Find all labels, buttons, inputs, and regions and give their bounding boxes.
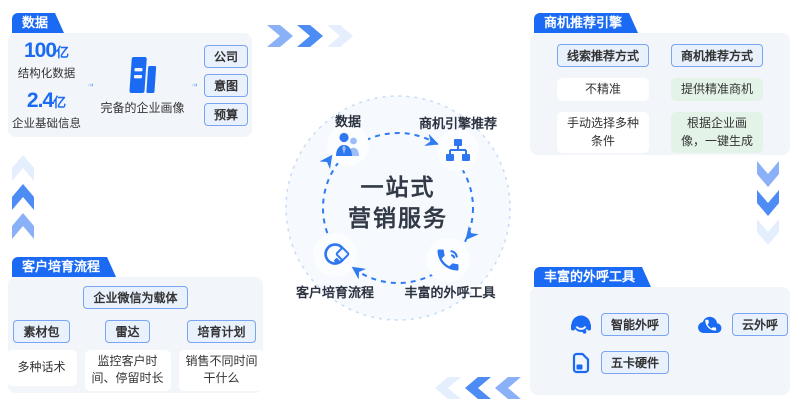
tool-row: 智能外呼 云外呼: [570, 313, 790, 336]
phone-call-icon: [437, 249, 459, 271]
tag-company[interactable]: 公司: [203, 44, 248, 68]
cycle-refresh-icon: [324, 243, 350, 265]
stat-structured-data: 100亿 结构化数据: [18, 40, 76, 81]
chevron-down-icon: [757, 190, 779, 216]
sim-hardware-chip[interactable]: 五卡硬件: [601, 351, 670, 374]
tool-row: 五卡硬件: [570, 351, 790, 374]
cycle-label-data: 数据: [334, 114, 362, 129]
clue-row-1: 不精准: [557, 78, 649, 102]
chevron-up-icon: [12, 213, 34, 239]
sim-card-icon: [572, 352, 590, 373]
clue-recommend-header[interactable]: 线索推荐方式: [557, 44, 649, 67]
data-stats: 100亿 结构化数据 2.4亿 企业基础信息: [12, 40, 81, 131]
users-icon: [336, 132, 359, 156]
panel-nurture: 企业微信为载体 素材包 多种话术 雷达 监控客户时间、停留时长 培育计划 销售不…: [6, 277, 265, 393]
center-cycle-diagram: 数据 商机引擎推荐: [283, 93, 513, 323]
users-node: [334, 131, 362, 157]
panel-engine: 线索推荐方式 商机推荐方式 不精准 提供精准商机 手动选择多种条件 根据企业画像…: [530, 33, 790, 155]
building-icon: [129, 56, 157, 93]
stat-unit: 亿: [53, 94, 67, 110]
arrow-to-data: [319, 154, 333, 170]
stat-unit: 亿: [56, 44, 70, 60]
radar-chip[interactable]: 雷达: [105, 320, 150, 343]
chevrons-down-right: [757, 161, 779, 245]
smart-call-chip[interactable]: 智能外呼: [601, 313, 670, 336]
chevrons-up-left: [12, 155, 34, 239]
cloud-call-chip[interactable]: 云外呼: [732, 313, 789, 336]
center-title-line2: 营销服务: [348, 205, 448, 231]
nurture-node: [321, 241, 351, 269]
nurture-plan-chip[interactable]: 培育计划: [187, 320, 256, 343]
enterprise-profile: 完备的企业画像: [100, 55, 185, 116]
cloud-call-icon: [698, 316, 722, 334]
arrow-to-engine: [424, 133, 439, 147]
nurture-items: 素材包 多种话术 雷达 监控客户时间、停留时长 培育计划 销售不同时间干什么: [6, 320, 265, 391]
material-pack-chip[interactable]: 素材包: [13, 320, 70, 343]
mini-chevrons-icon: [191, 83, 197, 87]
chevron-down-icon: [757, 161, 779, 187]
biz-recommend-header[interactable]: 商机推荐方式: [671, 44, 763, 67]
chevrons-right-top: [267, 25, 353, 47]
tab-nurture: 客户培育流程: [12, 257, 116, 277]
stat-value: 100: [23, 38, 57, 62]
biz-row-1: 提供精准商机: [671, 78, 763, 102]
sitemap-icon: [446, 139, 470, 161]
arrow-to-nurture: [351, 266, 367, 280]
panel-outbound: 智能外呼 云外呼 五卡硬件: [530, 287, 790, 395]
engine-node: [445, 138, 471, 162]
tag-budget[interactable]: 预算: [203, 102, 248, 126]
tab-outbound: 丰富的外呼工具: [534, 267, 651, 287]
chevron-left-icon: [495, 377, 521, 399]
biz-row-2: 根据企业画像，一键生成: [671, 112, 763, 154]
cycle-label-nurture: 客户培育流程: [295, 285, 375, 300]
nurture-item: 素材包 多种话术: [6, 320, 77, 386]
radar-desc: 监控客户时间、停留时长: [84, 350, 171, 391]
chevron-right-icon: [297, 25, 323, 47]
chevron-down-icon: [757, 219, 779, 245]
stat-label: 结构化数据: [17, 67, 76, 80]
wechat-carrier-chip[interactable]: 企业微信为载体: [83, 286, 188, 309]
arrow-to-outbound: [465, 225, 479, 241]
center-title-line1: 一站式: [360, 174, 436, 200]
tag-intent[interactable]: 意图: [203, 73, 248, 97]
chevron-up-icon: [12, 184, 34, 210]
chevron-left-icon: [465, 377, 491, 399]
tab-data: 数据: [12, 13, 64, 33]
headset-icon: [571, 315, 591, 334]
nurture-item: 雷达 监控客户时间、停留时长: [84, 320, 171, 391]
mini-chevrons-icon: [88, 83, 94, 87]
nurture-item: 培育计划 销售不同时间干什么: [178, 320, 265, 391]
chevron-up-icon: [12, 155, 34, 181]
clue-row-2: 手动选择多种条件: [557, 112, 649, 154]
outbound-node: [434, 246, 462, 274]
profile-tags: 公司 意图 预算: [203, 44, 248, 126]
panel-data: 100亿 结构化数据 2.4亿 企业基础信息 完备的企业画像: [8, 33, 252, 137]
chevron-right-icon: [327, 25, 353, 47]
profile-caption: 完备的企业画像: [100, 100, 185, 115]
chevron-right-icon: [267, 25, 293, 47]
chevron-left-icon: [435, 377, 461, 399]
material-pack-desc: 多种话术: [6, 350, 77, 386]
stat-label: 企业基础信息: [12, 117, 81, 130]
tab-engine: 商机推荐引擎: [534, 13, 638, 33]
cycle-label-engine: 商机引擎推荐: [418, 116, 498, 131]
stat-value: 2.4: [26, 88, 54, 112]
cycle-label-outbound: 丰富的外呼工具: [404, 285, 496, 300]
stat-company-info: 2.4亿 企业基础信息: [12, 90, 81, 131]
nurture-plan-desc: 销售不同时间干什么: [178, 350, 265, 391]
chevrons-left-bottom: [435, 377, 521, 399]
